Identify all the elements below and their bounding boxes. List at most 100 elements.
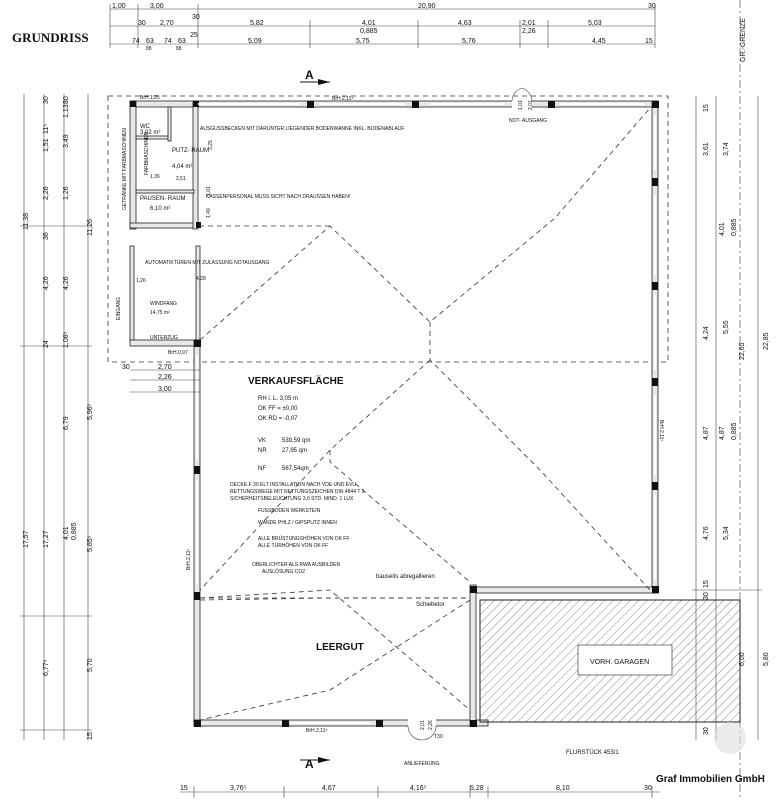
dim-label: 63	[146, 38, 154, 45]
verkauf-label: VERKAUFSFLÄCHE	[248, 374, 344, 387]
dim-label: 3,49	[63, 134, 70, 148]
left-dimension-labels: 11,38 17,57 17,27 4,01 0,885 6,77⁵ 5,70 …	[23, 96, 94, 740]
dim-label: 4,26	[43, 276, 50, 290]
dim-label: 20,90	[418, 3, 436, 10]
dim-label: 22,65	[739, 342, 746, 360]
dim-label: 3,76⁵	[230, 785, 247, 792]
dim-label: 5,85⁵	[87, 535, 94, 552]
emergency-exit-door	[511, 87, 533, 110]
dim-label: 15	[645, 38, 653, 45]
dim-label: 11,26	[87, 219, 94, 236]
dim-label: 1,01	[518, 100, 524, 110]
dim-label: 0,885	[71, 522, 78, 540]
dim-label: 74	[164, 38, 172, 45]
dim-label: 1,26	[63, 186, 70, 200]
area-value: 539,59 qm	[282, 438, 310, 444]
dim-label: 11,38	[23, 213, 30, 230]
wc-label: WC	[140, 124, 151, 130]
section-marker-top: A	[300, 68, 330, 85]
dim-label: 2,70	[158, 364, 172, 371]
dim-label: 4,63	[458, 20, 472, 27]
dim-label: 6,00	[739, 652, 746, 666]
dim-label: 30	[43, 96, 50, 104]
delivery-door	[407, 718, 437, 741]
watermark: Graf Immobilien GmbH	[656, 722, 765, 785]
dim-label: 22,85	[763, 332, 770, 350]
top-dimension-labels: 1,00 3,00 20,90 30 30 2,70 30 5,82 4,01 …	[112, 3, 656, 52]
dim-label: 36	[43, 232, 50, 240]
spec-line: WÄNDE PHLZ / GIPSPUTZ INNEN	[258, 519, 337, 526]
dim-label: 4,01	[63, 526, 70, 540]
spec-line: SICHERHEITSBELEUCHTUNG 3,0 STD. MIND. 1 …	[230, 496, 354, 502]
area-key: NF	[258, 466, 266, 472]
pause-label: PAUSEN- RAUM	[140, 196, 186, 202]
dim-label: 0,885	[731, 422, 738, 440]
brh-windfang: BrH.0,97	[168, 350, 188, 356]
roof-overhang-top	[107, 95, 669, 363]
top-dimension-lines	[109, 0, 741, 800]
spec-line: ALLE BRÜSTUNGSHÖHEN VON OK FF	[258, 535, 349, 542]
leergut-label: LEERGUT	[316, 642, 364, 653]
verkauf-info: RH i. L. 3,05 m	[258, 396, 298, 402]
dim-label: 30	[703, 727, 710, 735]
dim-label: 5,09	[248, 38, 262, 45]
area-value: 27,95 qm	[282, 448, 307, 454]
dim-label: 30	[644, 785, 652, 792]
dim-label: 2,01	[420, 720, 426, 730]
misc-small-dims: 1,36 2,51 3,25 1,01 1,49 1,26 2,01 2,26 …	[136, 100, 534, 730]
notausgang-label: NOT- AUSGANG	[509, 118, 547, 124]
brh-top1: BrH.1,25	[140, 95, 160, 101]
pause-area: 6,10 m²	[150, 206, 170, 212]
dim-label: 0,885	[731, 218, 738, 236]
dim-label: 2,01	[528, 100, 534, 110]
garage-label: VORH. GARAGEN	[590, 659, 649, 666]
dim-label: 15	[87, 732, 94, 740]
automat-note: AUTOMATIKTÜREN MIT ZULASSUNG NOTAUSGANG	[145, 259, 269, 266]
right-dimension-lines	[692, 96, 762, 740]
dim-label: 0,885	[360, 28, 378, 35]
dim-label: 25	[190, 32, 198, 39]
dim-label: 4,01	[719, 222, 726, 236]
schiebetor-label: Schiebetor	[416, 602, 445, 608]
dim-label: 4,45	[592, 38, 606, 45]
dim-label: 30	[192, 14, 200, 21]
dim-label: 4,67	[322, 785, 336, 792]
spec-line: OBERLICHTER ALS RWA AUSBILDEN	[252, 562, 340, 568]
plan-title: GRUNDRISS	[12, 30, 89, 45]
spec-line: RETTUNGSWEGE MIT RETTUNGSZEICHEN DIN 484…	[230, 489, 365, 495]
dim-label: 17,27	[43, 530, 50, 548]
dim-label: 15	[703, 104, 710, 112]
brh-bottom: BrH.2,11⁵	[306, 728, 327, 734]
wc-area: 3,02 m²	[140, 130, 160, 136]
dim-label: 4,26	[63, 276, 70, 290]
dim-label: 1,36	[150, 174, 160, 180]
dim-label: 1,13⁵	[63, 101, 70, 118]
verkauf-info: OK FF = ±0,00	[258, 406, 298, 412]
dim-label: 2,01	[522, 20, 536, 27]
area-key: VK	[258, 438, 266, 444]
brh-top2: BrH.2,11⁵	[332, 96, 353, 102]
dim-label: 30	[138, 20, 146, 27]
eingang-label: EINGANG	[116, 297, 122, 320]
dim-label: 30	[63, 96, 70, 104]
dim-label: 5,82	[250, 20, 264, 27]
dim-label: 88	[176, 46, 182, 52]
dim-label: 8,10	[556, 785, 570, 792]
spec-line: ALLE TÜRHÖHEN VON OK FF	[258, 542, 328, 549]
dim-label: 74	[132, 38, 140, 45]
dim-label: 1,00	[112, 3, 126, 10]
windows	[196, 103, 656, 724]
dim-label: 63	[178, 38, 186, 45]
dim-label: 4,01	[362, 20, 376, 27]
dim-label: 4,76	[703, 526, 710, 540]
dim-label: 1,51	[43, 138, 50, 152]
dim-label: 4,16⁵	[410, 785, 427, 792]
dim-label: 3,74	[723, 142, 730, 156]
farbmasch-note: FARBMASCHINEN	[144, 132, 150, 175]
dim-label: 5,96⁵	[87, 403, 94, 420]
section-a-top: A	[305, 68, 314, 82]
dim-label: 4,28	[196, 276, 206, 282]
dim-label: 88	[146, 46, 152, 52]
dim-label: 2,51	[176, 176, 186, 182]
dim-label: 4,87	[703, 426, 710, 440]
